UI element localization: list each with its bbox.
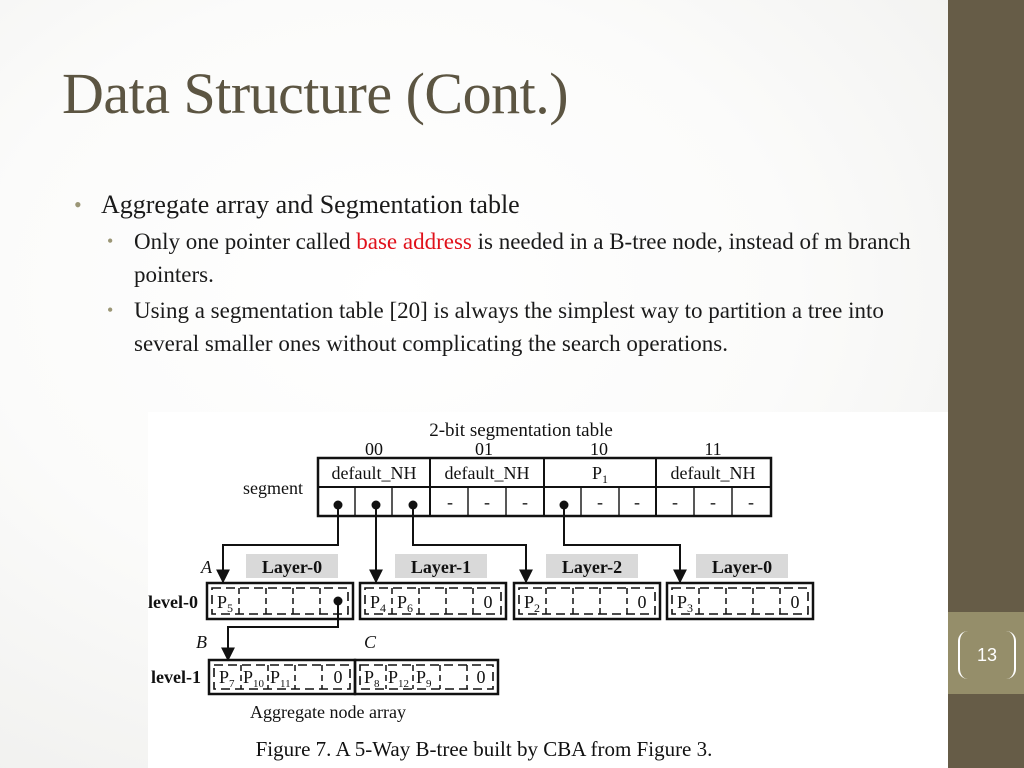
empty-slot: -	[522, 492, 528, 512]
figure-caption: Figure 7. A 5-Way B-tree built by CBA fr…	[256, 737, 713, 761]
level-0-label: level-0	[148, 592, 198, 612]
node-label-a: A	[200, 557, 213, 577]
layer-label: Layer-0	[712, 557, 772, 577]
node-b-entry: P10	[243, 667, 265, 690]
bullet-sub-1: • Only one pointer called base address i…	[107, 225, 924, 291]
node-b-entry: P11	[270, 667, 291, 690]
node-b-entry: P7	[219, 667, 235, 690]
col-label-10: 10	[590, 439, 608, 459]
empty-slot: -	[447, 492, 453, 512]
node-layer1-zero: 0	[484, 592, 493, 612]
empty-slot: -	[484, 492, 490, 512]
bullet-dot-icon: •	[107, 300, 114, 320]
aggregate-array-label: Aggregate node array	[250, 702, 406, 722]
segmentation-table	[316, 456, 773, 518]
empty-slot: -	[710, 492, 716, 512]
layer-label: Layer-1	[411, 557, 471, 577]
bullet-main-text: Aggregate array and Segmentation table	[101, 190, 520, 219]
cell-00: default_NH	[332, 463, 417, 483]
btree-diagram: 2-bit segmentation table 00 01 10 11 seg…	[148, 420, 815, 761]
node-c-zero: 0	[477, 667, 486, 687]
empty-slot: -	[634, 492, 640, 512]
sidebar-band	[948, 612, 1024, 694]
cell-11: default_NH	[671, 463, 756, 483]
node-layer1-entry: P4	[370, 592, 386, 615]
bullet-main: • Aggregate array and Segmentation table	[74, 188, 924, 222]
node-a-entry: P5	[217, 592, 233, 615]
figure-7: 2-bit segmentation table 00 01 10 11 seg…	[148, 412, 948, 768]
node-layer2-zero: 0	[638, 592, 647, 612]
node-a-pointer-dot	[333, 596, 343, 606]
empty-slot-dashes: - - - - - - - -	[447, 492, 754, 512]
bullet-sub-2-text: Using a segmentation table [20] is alway…	[134, 298, 884, 356]
layer-label: Layer-2	[562, 557, 622, 577]
cell-10: P1	[592, 463, 608, 486]
pointer-arrows	[216, 505, 687, 662]
bullet-sub-1-after: is needed in a B-tree node, instead of m…	[134, 229, 911, 287]
level-1-nodes	[207, 658, 500, 696]
node-layer1-entry: P6	[397, 592, 413, 615]
node-c-entry: P9	[416, 667, 432, 690]
layer-labels	[246, 554, 788, 578]
cell-01: default_NH	[445, 463, 530, 483]
bullet-list: • Aggregate array and Segmentation table…	[74, 188, 924, 360]
col-label-00: 00	[365, 439, 383, 459]
bullet-dot-icon: •	[74, 192, 82, 217]
node-layer0b-entry: P3	[677, 592, 693, 615]
bullet-dot-icon: •	[107, 231, 114, 251]
slide-title: Data Structure (Cont.)	[62, 61, 569, 126]
base-address-highlight: base address	[356, 229, 472, 254]
empty-slot: -	[597, 492, 603, 512]
level-1-label: level-1	[151, 667, 201, 687]
empty-slot: -	[672, 492, 678, 512]
node-b-zero: 0	[334, 667, 343, 687]
node-c-entry: P8	[364, 667, 380, 690]
level-0-nodes	[205, 581, 815, 621]
node-label-b: B	[196, 632, 207, 652]
layer-label: Layer-0	[262, 557, 322, 577]
empty-slot: -	[748, 492, 754, 512]
page-number: 13	[958, 631, 1016, 679]
node-label-c: C	[364, 632, 377, 652]
col-label-11: 11	[704, 439, 721, 459]
bullet-sub-1-before: Only one pointer called	[134, 229, 357, 254]
node-layer0b-zero: 0	[791, 592, 800, 612]
segment-label: segment	[243, 478, 303, 498]
seg-table-title: 2-bit segmentation table	[429, 420, 613, 441]
bullet-sub-2: • Using a segmentation table [20] is alw…	[107, 294, 924, 360]
node-c-entry: P12	[388, 667, 409, 690]
node-layer2-entry: P2	[524, 592, 540, 615]
col-label-01: 01	[475, 439, 493, 459]
